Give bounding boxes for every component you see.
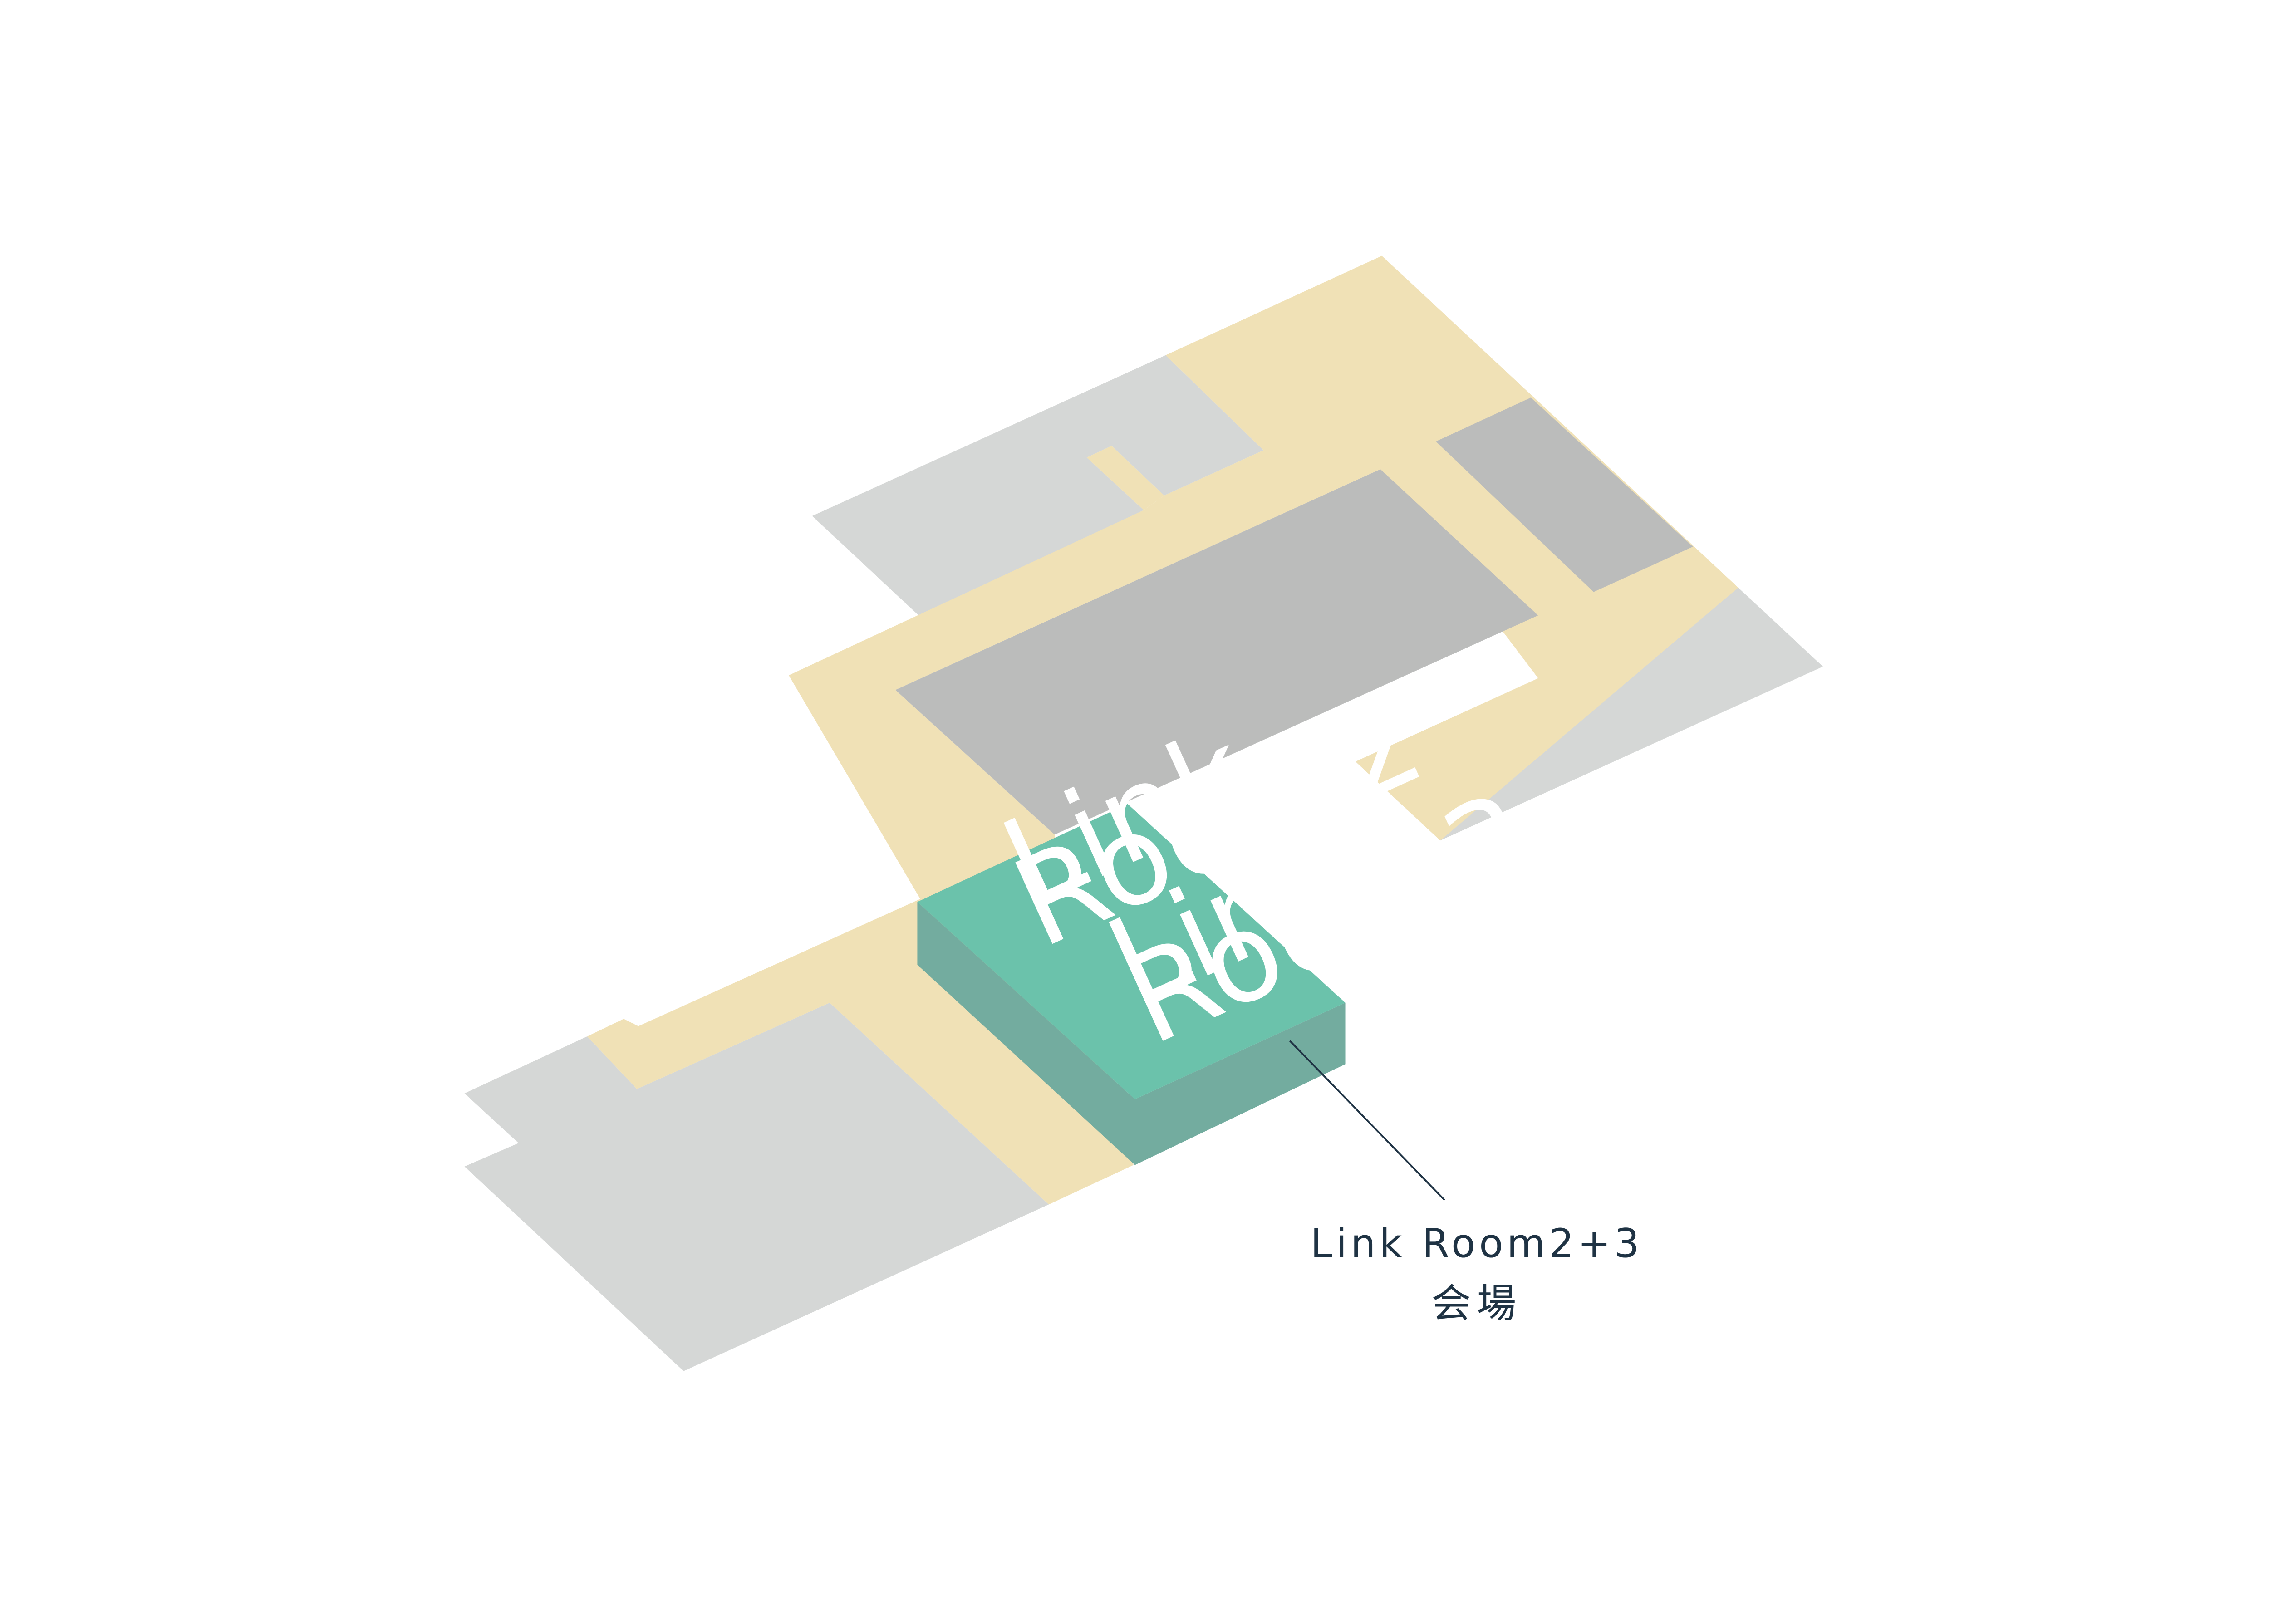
room-upper-left: [812, 355, 1264, 617]
callout-leader-line: [1289, 1040, 1445, 1201]
venue-left-side: [917, 902, 1135, 1165]
venue-top: [917, 804, 1346, 1099]
callout-subtitle: 会場: [1431, 1280, 1522, 1326]
room-center-large: [895, 469, 1538, 835]
corridor: [587, 255, 1739, 1205]
room-lower-left: [464, 1002, 1049, 1371]
callout-title: Link Room2+3: [1311, 1220, 1643, 1266]
room-upper-right: [1436, 397, 1693, 592]
corridor-stub: [1086, 446, 1164, 510]
